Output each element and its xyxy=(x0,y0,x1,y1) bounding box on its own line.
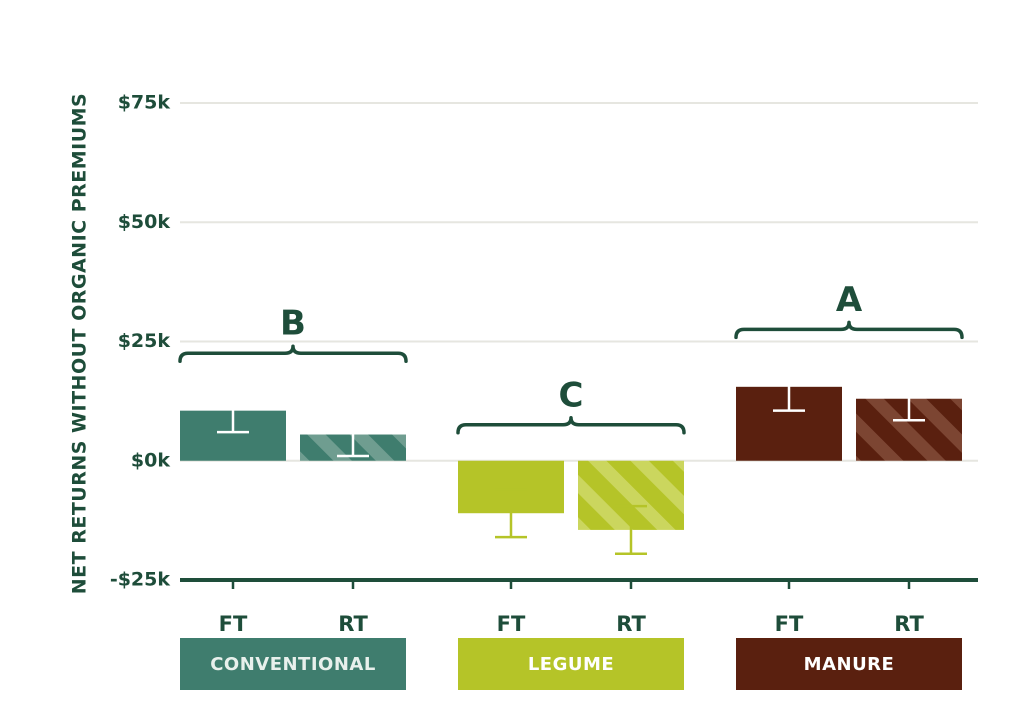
significance-brace xyxy=(734,320,964,340)
error-bar-manure-rt xyxy=(893,378,925,422)
error-bar-conventional-ft xyxy=(217,387,249,434)
significance-brace xyxy=(178,344,408,363)
y-tick-label: $0k xyxy=(131,449,170,471)
category-label: RT xyxy=(338,612,368,636)
group-label: LEGUME xyxy=(528,654,614,675)
group-label-box-legume xyxy=(458,638,684,690)
labels-layer: NET RETURNS WITHOUT ORGANIC PREMIUMS $75k… xyxy=(69,92,964,690)
significance-letter: B xyxy=(280,304,306,344)
error-bar-conventional-rt xyxy=(337,414,369,458)
significance-brace xyxy=(456,416,686,435)
group-label-box-conventional xyxy=(180,638,406,690)
category-label: RT xyxy=(616,612,646,636)
group-label: MANURE xyxy=(804,654,895,675)
y-tick-label: $25k xyxy=(118,330,171,352)
y-tick-label: -$25k xyxy=(110,569,171,591)
error-bar-legume-rt xyxy=(615,504,647,556)
group-label-box-manure xyxy=(736,638,962,690)
y-tick-label: $50k xyxy=(118,211,171,233)
category-label: RT xyxy=(894,612,924,636)
y-axis-label: NET RETURNS WITHOUT ORGANIC PREMIUMS xyxy=(69,93,91,594)
y-tick-label: $75k xyxy=(118,92,171,114)
error-bar-legume-ft xyxy=(495,488,527,539)
axis-layer xyxy=(180,578,978,589)
category-label: FT xyxy=(219,612,248,636)
category-label: FT xyxy=(497,612,526,636)
category-label: FT xyxy=(775,612,804,636)
significance-letter: C xyxy=(559,375,584,415)
significance-letter: A xyxy=(836,280,863,320)
bars-layer xyxy=(180,364,962,556)
group-label: CONVENTIONAL xyxy=(210,654,376,675)
error-bar-manure-ft xyxy=(773,364,805,412)
